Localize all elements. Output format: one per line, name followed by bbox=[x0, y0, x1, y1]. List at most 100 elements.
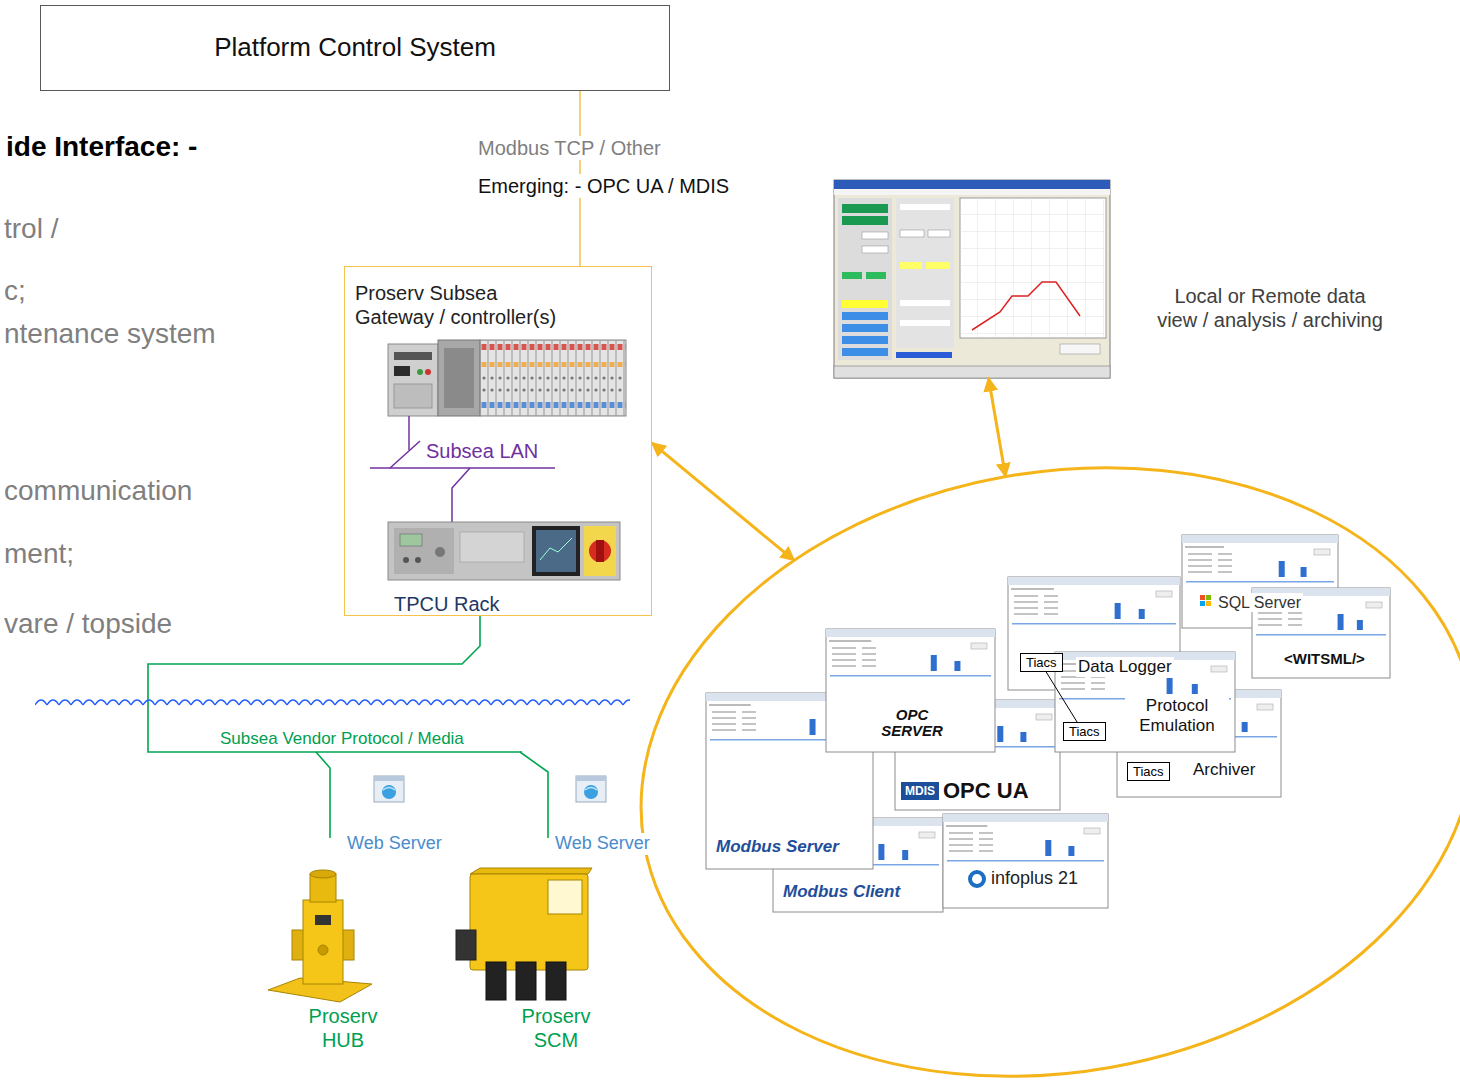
tpcu-rack-picture bbox=[540, 538, 572, 560]
subsea-cable bbox=[520, 752, 548, 838]
window-frame bbox=[1218, 559, 1232, 561]
hub-picture bbox=[292, 930, 304, 960]
window-frame bbox=[1068, 846, 1074, 856]
screen-picture bbox=[900, 230, 924, 237]
window-frame bbox=[709, 704, 751, 706]
window-frame bbox=[832, 653, 856, 655]
subsea-lan-line bbox=[370, 467, 555, 469]
window-frame bbox=[1014, 613, 1038, 615]
window-frame bbox=[1061, 682, 1085, 684]
hub-picture bbox=[303, 900, 343, 984]
software-window: <WITSML/> bbox=[1252, 588, 1390, 678]
tpcu-rack-picture bbox=[403, 557, 409, 563]
window-frame bbox=[1288, 612, 1302, 614]
tag-text: Tiacs bbox=[1133, 763, 1164, 780]
controller-picture bbox=[394, 384, 432, 408]
window-frame bbox=[949, 850, 973, 852]
box-title: Platform Control System bbox=[214, 32, 496, 63]
web-server-icon bbox=[576, 776, 606, 802]
window-frame bbox=[1257, 704, 1273, 710]
window-label: OPC UA bbox=[941, 778, 1031, 804]
controller-picture bbox=[388, 340, 626, 416]
subsea-lan-line bbox=[390, 441, 420, 468]
scm-picture bbox=[456, 868, 592, 1000]
window-label: Protocol Emulation bbox=[1125, 696, 1229, 737]
device-label: Proserv SCM bbox=[506, 1004, 606, 1052]
software-ellipse: SQL ServerData LoggerTiacs<WITSML/>OPC S… bbox=[641, 468, 1460, 1076]
screen-picture bbox=[834, 180, 1110, 189]
window-frame bbox=[1061, 688, 1085, 690]
window-label: infoplus 21 bbox=[989, 868, 1080, 890]
screen-picture bbox=[1060, 344, 1100, 354]
window-frame bbox=[1200, 595, 1205, 600]
device-label: Proserv HUB bbox=[293, 1004, 393, 1052]
subsea-lan-line bbox=[370, 416, 555, 522]
window-frame bbox=[943, 814, 1108, 822]
window-frame bbox=[1188, 553, 1212, 555]
window-frame bbox=[947, 860, 1104, 862]
screen-picture bbox=[900, 262, 922, 269]
hub-picture bbox=[318, 945, 328, 955]
bullet-fragment: c; bbox=[4, 274, 26, 308]
tag-text: Tiacs bbox=[1069, 723, 1100, 740]
heading-fragment: ide Interface: - bbox=[6, 130, 197, 164]
window-frame bbox=[826, 629, 995, 637]
window-frame bbox=[1014, 595, 1038, 597]
software-window: Modbus Server bbox=[706, 693, 873, 869]
screen-picture bbox=[834, 189, 1110, 195]
scm-picture bbox=[456, 930, 476, 960]
bus-label: Subsea Vendor Protocol / Media bbox=[218, 729, 466, 749]
window-frame bbox=[1211, 666, 1227, 672]
tag-box: Tiacs bbox=[1063, 722, 1106, 741]
screen-picture bbox=[960, 198, 1106, 338]
scm-picture bbox=[470, 868, 592, 874]
bus-label: Subsea LAN bbox=[424, 439, 540, 463]
window-frame bbox=[943, 814, 1108, 908]
scm-picture bbox=[546, 962, 566, 1000]
screen-picture bbox=[896, 352, 952, 358]
window-frame bbox=[1044, 613, 1058, 615]
controller-picture bbox=[444, 348, 474, 408]
window-frame bbox=[832, 659, 856, 661]
window-frame bbox=[826, 629, 995, 752]
window-frame bbox=[1288, 618, 1302, 620]
window-frame bbox=[1279, 561, 1285, 577]
window-frame bbox=[1188, 559, 1212, 561]
tag-box: Tiacs bbox=[1127, 762, 1170, 781]
connector bbox=[1046, 672, 1077, 722]
window-frame bbox=[979, 838, 993, 840]
screen-picture bbox=[842, 324, 888, 332]
window-frame bbox=[1218, 565, 1232, 567]
web-server-icon bbox=[374, 776, 404, 802]
window-frame bbox=[931, 655, 937, 671]
window-frame bbox=[949, 844, 973, 846]
window-frame bbox=[949, 838, 973, 840]
window-frame bbox=[742, 717, 756, 719]
tpcu-rack-picture bbox=[460, 532, 524, 562]
bullet-fragment: vare / topside bbox=[4, 607, 172, 641]
window-frame bbox=[1044, 601, 1058, 603]
tpcu-rack-picture bbox=[415, 557, 421, 563]
window-frame bbox=[949, 832, 973, 834]
window-frame bbox=[1014, 607, 1038, 609]
hub-picture bbox=[268, 870, 372, 1002]
window-frame bbox=[1357, 620, 1363, 630]
connector bbox=[989, 378, 1006, 477]
window-frame bbox=[1011, 588, 1054, 590]
software-window: OPC SERVER bbox=[826, 629, 995, 752]
sea-surface bbox=[35, 694, 630, 708]
window-frame bbox=[954, 661, 960, 671]
window-frame bbox=[1258, 612, 1282, 614]
window-frame bbox=[862, 653, 876, 655]
tpcu-rack-picture bbox=[596, 540, 604, 562]
tpcu-rack-picture bbox=[435, 547, 445, 557]
web-server-icon bbox=[584, 785, 598, 799]
window-frame bbox=[979, 844, 993, 846]
software-window: SQL Server bbox=[1182, 535, 1338, 628]
screen-window: Local or Remote data view / analysis / a… bbox=[834, 180, 1110, 378]
window-frame bbox=[712, 723, 736, 725]
tpcu-rack-picture bbox=[388, 522, 620, 580]
window-frame bbox=[878, 844, 884, 860]
web-server-icon bbox=[382, 785, 396, 799]
controller-picture bbox=[394, 352, 432, 360]
